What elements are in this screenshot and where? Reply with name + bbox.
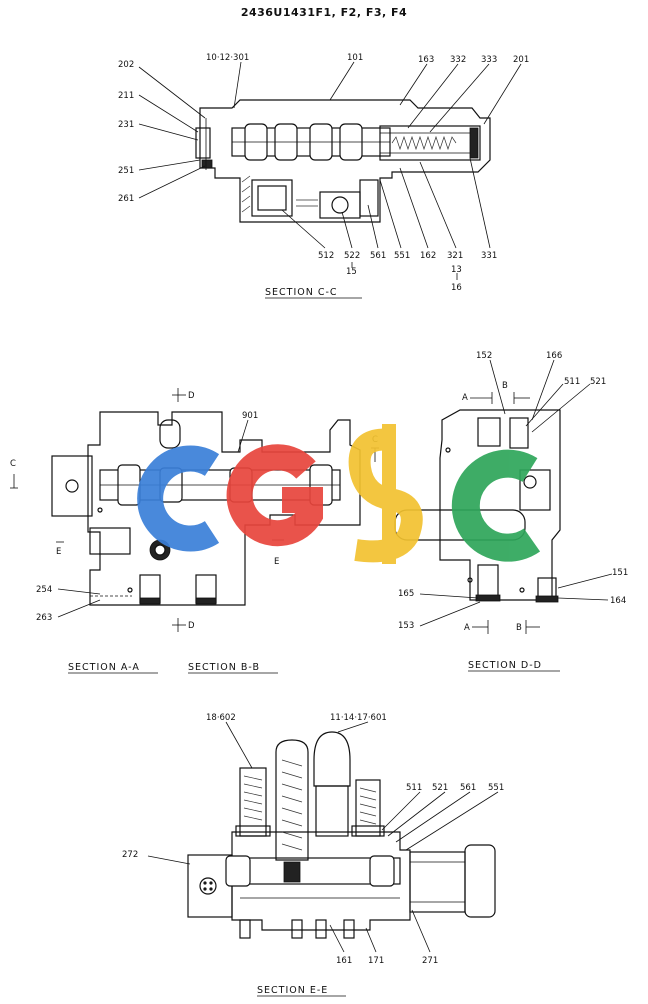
callout-901: 901 [242,411,258,421]
section-dd-callouts: 152 166 A B 511 521 151 165 164 153 A B [398,351,628,633]
section-dd-label: SECTION D-D [468,660,542,671]
callout-101: 101 [347,53,363,63]
callout-551: 551 [394,251,410,261]
section-cc-callouts: 202 10·12·301 101 163 332 333 201 211 23… [118,53,529,293]
callout-151: 151 [612,568,628,578]
callout-511: 511 [564,377,580,387]
callout-171: 171 [368,956,384,966]
section-dd-markers [419,359,613,634]
section-cc-drawing [195,99,491,223]
callout-202: 202 [118,60,134,70]
callout-165: 165 [398,589,414,599]
callout-332: 332 [450,55,466,65]
callout-254: 254 [36,585,52,595]
callout-d-bottom: D [188,621,195,631]
callout-e-right: E [274,557,279,567]
callout-231: 231 [118,120,134,130]
callout-10-12-301: 10·12·301 [206,53,249,63]
watermark-logo [137,424,541,564]
section-cc-leaders [138,61,522,280]
callout-161: 161 [336,956,352,966]
callout-18-602: 18·602 [206,713,236,723]
callout-11-14-17-601: 11·14·17·601 [330,713,387,723]
callout-263: 263 [36,613,52,623]
callout-512: 512 [318,251,334,261]
callout-a-top: A [462,393,468,403]
callout-ee-511: 511 [406,783,422,793]
callout-201: 201 [513,55,529,65]
callout-164: 164 [610,596,626,606]
section-bb-label: SECTION B-B [188,662,260,673]
callout-152: 152 [476,351,492,361]
callout-162: 162 [420,251,436,261]
callout-522: 522 [344,251,360,261]
callout-166: 166 [546,351,562,361]
callout-272: 272 [122,850,138,860]
callout-ee-551: 551 [488,783,504,793]
callout-d-top: D [188,391,195,401]
callout-ee-521: 521 [432,783,448,793]
callout-13: 13 [451,265,462,275]
section-cc-label: SECTION C-C [265,287,338,298]
callout-e-left: E [56,547,61,557]
callout-a-bottom: A [464,623,470,633]
callout-521: 521 [590,377,606,387]
section-ee-label: SECTION E-E [257,985,328,996]
callout-561: 561 [370,251,386,261]
callout-15: 15 [346,267,357,277]
callout-251: 251 [118,166,134,176]
callout-b-top: B [502,381,508,391]
callout-16: 16 [451,283,462,293]
callout-333: 333 [481,55,497,65]
callout-331: 331 [481,251,497,261]
callout-271: 271 [422,956,438,966]
drawing-title: 2436U1431F1, F2, F3, F4 [241,6,407,19]
callout-163: 163 [418,55,434,65]
callout-211: 211 [118,91,134,101]
callout-ee-561: 561 [460,783,476,793]
section-ab-markers [10,388,379,632]
section-ee-callouts: 18·602 11·14·17·601 511 521 561 551 272 … [122,713,504,966]
callout-b-bottom: B [516,623,522,633]
callout-153: 153 [398,621,414,631]
callout-c-left: C [10,459,16,469]
section-aa-label: SECTION A-A [68,662,140,673]
callout-321: 321 [447,251,463,261]
callout-261: 261 [118,194,134,204]
section-ee-drawing [187,731,496,939]
section-ee-leaders [147,721,499,953]
